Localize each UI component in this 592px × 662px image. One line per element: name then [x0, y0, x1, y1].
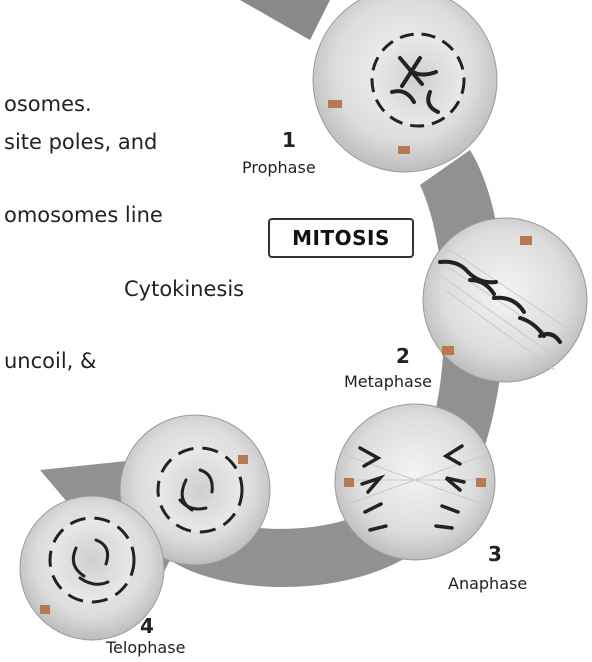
phase-number-1: 1 — [282, 128, 296, 152]
metaphase-cell — [423, 218, 587, 382]
phase-number-3: 3 — [488, 542, 502, 566]
text-line-3: omosomes line — [4, 203, 163, 227]
phase-number-2: 2 — [396, 344, 410, 368]
text-line-2: site poles, and — [4, 130, 157, 154]
mitosis-label: MITOSIS — [268, 218, 414, 258]
text-line-5: uncoil, & — [4, 349, 96, 373]
phase-label-prophase: Prophase — [242, 158, 316, 177]
anaphase-cell — [335, 404, 495, 560]
top-arrow-tail — [240, 0, 330, 40]
prophase-cell — [313, 0, 497, 172]
phase-label-telophase: Telophase — [106, 638, 185, 657]
text-line-1: osomes. — [4, 92, 92, 116]
telophase-cells — [20, 415, 270, 640]
phase-number-4: 4 — [140, 614, 154, 638]
phase-label-anaphase: Anaphase — [448, 574, 527, 593]
text-line-4: Cytokinesis — [124, 277, 244, 301]
phase-label-metaphase: Metaphase — [344, 372, 432, 391]
